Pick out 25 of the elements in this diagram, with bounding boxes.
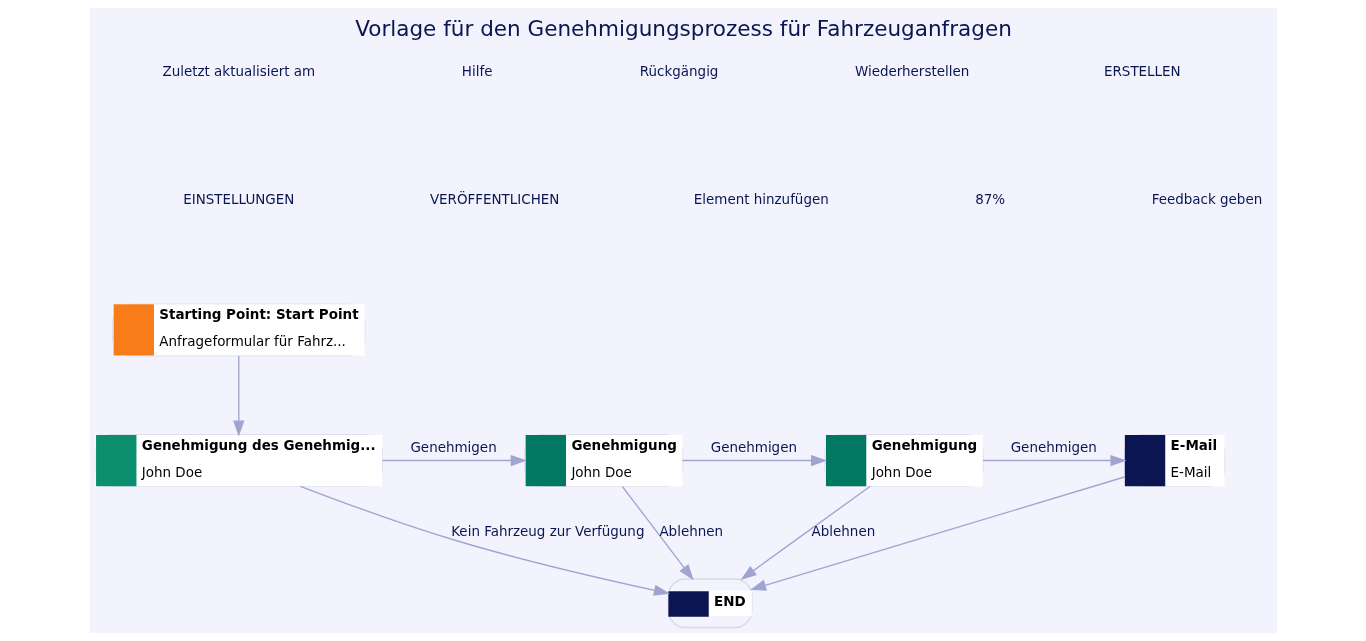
arrow — [621, 485, 694, 581]
label: Zuletzt aktualisiert am — [161, 64, 315, 80]
arrow — [381, 454, 527, 467]
label: Wiederherstellen — [854, 64, 969, 80]
label: Hilfe — [461, 64, 492, 80]
label: ERSTELLEN — [1103, 64, 1181, 80]
arrow — [232, 355, 244, 437]
edge-label: Genehmigen — [409, 440, 497, 456]
edge-label: Kein Fahrzeug zur Verfügung — [450, 523, 644, 539]
diagram-title: Vorlage für den Genehmigungsprozess für Fahrzeuganfragen — [354, 16, 1012, 42]
label: VERÖFFENTLICHEN — [429, 192, 559, 208]
arrow — [749, 476, 1125, 591]
arrow — [681, 454, 827, 467]
edge-label: Genehmigen — [1010, 440, 1097, 456]
label: Element hinzufügen — [693, 192, 829, 208]
label: 87% — [974, 192, 1005, 208]
edge-label: Genehmigen — [710, 440, 797, 456]
edge-label: Ablehnen — [811, 523, 875, 539]
arrow — [299, 485, 670, 596]
arrow — [740, 485, 871, 580]
label: Feedback geben — [1151, 192, 1262, 208]
arrow — [981, 454, 1127, 467]
edge-label: Ablehnen — [658, 523, 723, 539]
label: Rückgängig — [639, 64, 718, 80]
label: EINSTELLUNGEN — [182, 192, 294, 208]
